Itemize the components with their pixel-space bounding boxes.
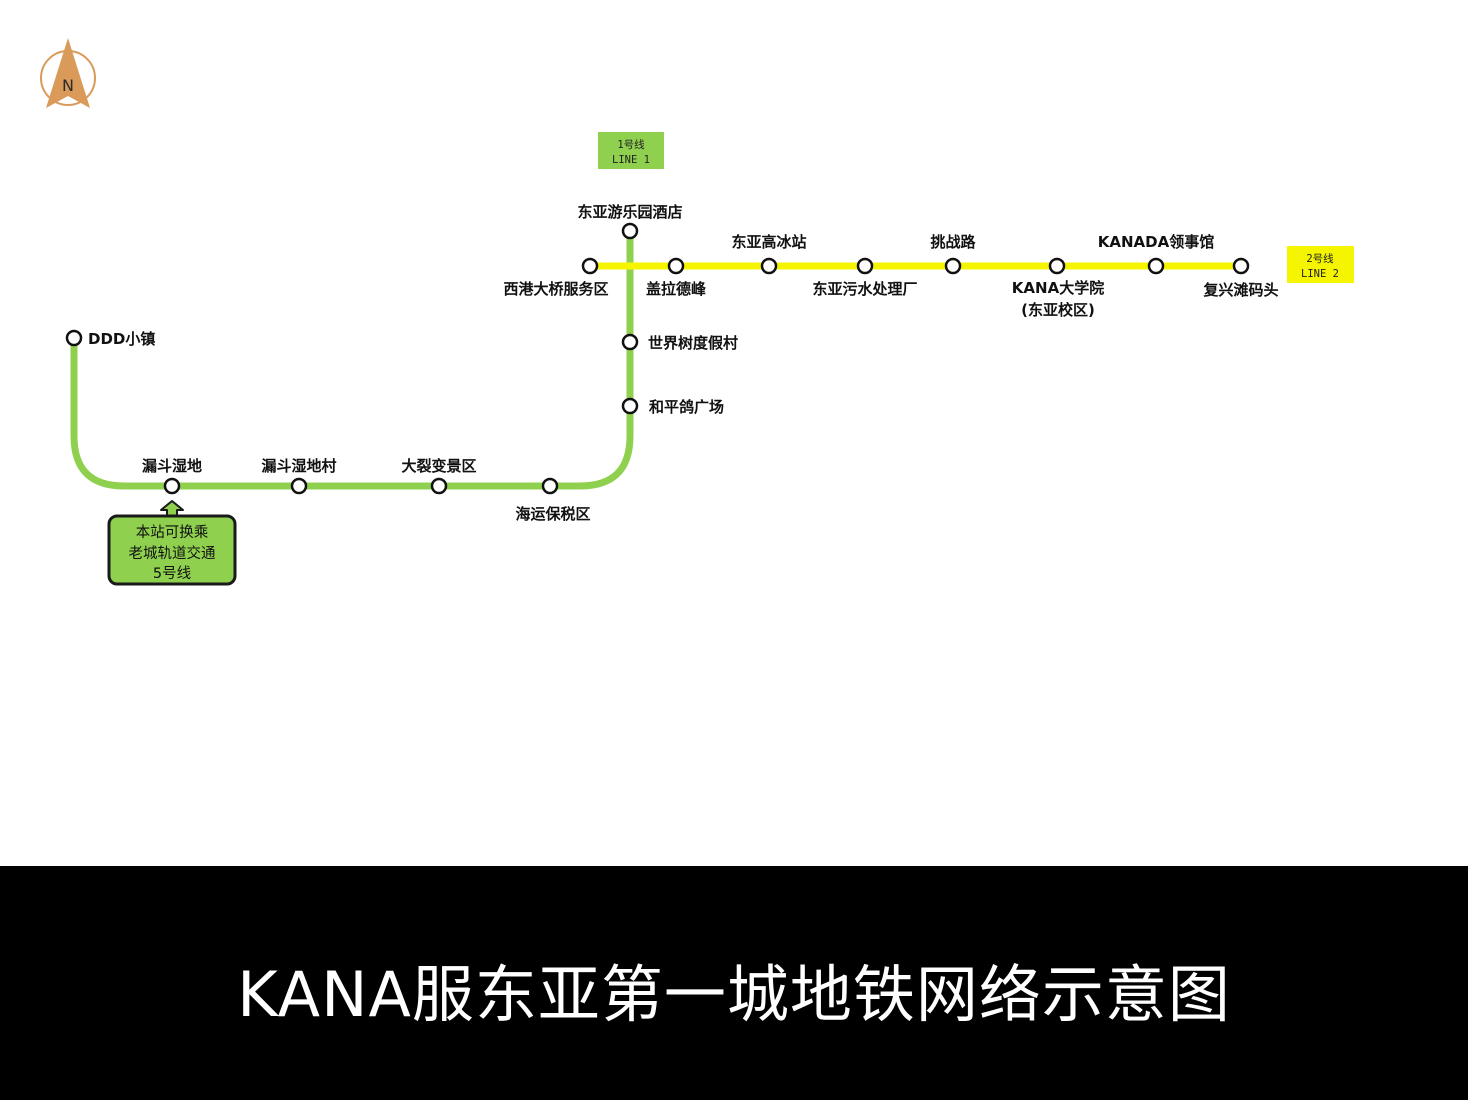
station-label: DDD小镇 [88, 330, 155, 348]
station-label: 漏斗湿地村 [261, 457, 336, 475]
station-label: 西港大桥服务区 [503, 280, 608, 298]
line-2-badge: 2号线 LINE 2 [1287, 246, 1354, 283]
station-marker-line1[interactable] [621, 222, 639, 240]
station-label: 盖拉德峰 [646, 280, 707, 298]
line-2-name-cn: 2号线 [1306, 252, 1334, 265]
station-marker-line1[interactable] [290, 477, 308, 495]
line-2-name-en: LINE 2 [1301, 268, 1339, 280]
compass-letter: N [62, 76, 74, 95]
map-title: KANA服东亚第一城地铁网络示意图 [237, 958, 1231, 1031]
station-marker-line2[interactable] [1048, 257, 1066, 275]
transfer-note-line: 5号线 [153, 565, 191, 582]
title-banner: KANA服东亚第一城地铁网络示意图 [0, 866, 1468, 1100]
station-label: 东亚高冰站 [731, 233, 806, 251]
station-label: 世界树度假村 [648, 334, 738, 352]
station-label: KANADA领事馆 [1098, 233, 1214, 251]
station-sublabel: (东亚校区) [1021, 301, 1095, 319]
metro-network-diagram: N 1号线 LINE 1 2号线 LINE 2 [40, 38, 1354, 586]
station-label: 漏斗湿地 [142, 457, 202, 475]
transfer-callout: 本站可换乘 老城轨道交通 5号线 [107, 500, 237, 586]
station-marker-line2[interactable] [667, 257, 685, 275]
station-label: KANA大学院 [1012, 279, 1104, 297]
station-marker-line1[interactable] [163, 477, 181, 495]
station-marker-line1[interactable] [65, 329, 83, 347]
station-label: 复兴滩码头 [1202, 281, 1278, 299]
north-arrow-compass-icon: N [40, 38, 96, 108]
line-1-route [70, 227, 634, 490]
station-marker-line2[interactable] [1232, 257, 1250, 275]
station-marker-line2[interactable] [944, 257, 962, 275]
station-label: 挑战路 [930, 233, 976, 251]
station-marker-line1[interactable] [541, 477, 559, 495]
station-marker-line2[interactable] [760, 257, 778, 275]
station-marker-line2[interactable] [1147, 257, 1165, 275]
station-label: 东亚游乐园酒店 [577, 203, 682, 221]
station-marker-line1[interactable] [621, 333, 639, 351]
station-label: 东亚污水处理厂 [812, 280, 917, 298]
transfer-note-line: 老城轨道交通 [129, 544, 216, 562]
line-1-name-en: LINE 1 [612, 154, 650, 166]
station-marker-line2[interactable] [856, 257, 874, 275]
station-label: 海运保税区 [515, 505, 590, 523]
station-marker-line2[interactable] [581, 257, 599, 275]
transfer-note-line: 本站可换乘 [136, 524, 209, 541]
line-1-name-cn: 1号线 [617, 138, 645, 151]
station-marker-line1[interactable] [621, 397, 639, 415]
line-1-badge: 1号线 LINE 1 [598, 132, 664, 169]
station-marker-line1[interactable] [430, 477, 448, 495]
station-label: 大裂变景区 [401, 457, 476, 475]
station-label: 和平鸽广场 [649, 398, 724, 416]
